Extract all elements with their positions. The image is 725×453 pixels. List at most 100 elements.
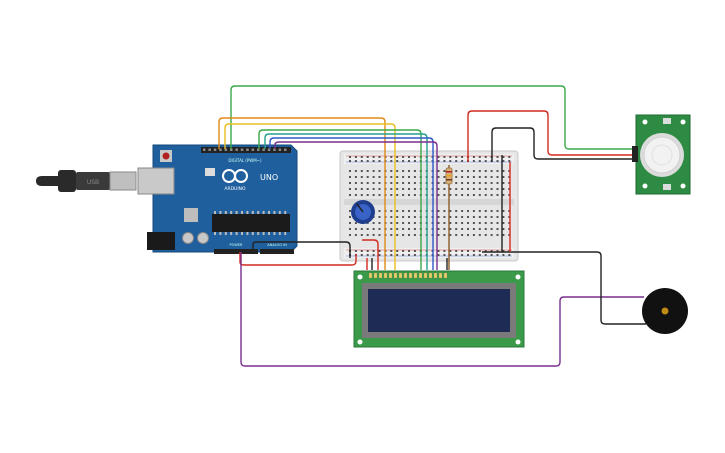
rail-hole: [502, 254, 505, 256]
hole: [366, 228, 369, 230]
hole: [372, 170, 375, 172]
hole: [372, 234, 375, 236]
rail-hole: [378, 160, 381, 162]
hole: [354, 234, 357, 236]
chip-pin: [230, 211, 233, 214]
potentiometer[interactable]: [351, 200, 375, 224]
hole: [413, 234, 416, 236]
lcd-pin: [368, 272, 373, 279]
hole: [490, 234, 493, 236]
header-pin: [224, 148, 228, 151]
chip-pin: [224, 232, 227, 235]
hole: [502, 194, 505, 196]
hole: [490, 222, 493, 224]
hole: [408, 170, 410, 172]
header-pin: [267, 148, 271, 151]
hole: [484, 234, 487, 236]
hole: [449, 216, 452, 218]
piezo-buzzer[interactable]: [642, 288, 688, 334]
arduino-logo-icon: ARDUINO: [222, 169, 248, 192]
reset-button[interactable]: [162, 152, 170, 160]
hole: [413, 182, 416, 184]
hole: [413, 188, 416, 190]
rail-hole: [378, 156, 381, 158]
hole: [461, 222, 464, 224]
rail-hole: [366, 250, 369, 252]
rail-hole: [496, 250, 499, 252]
lcd-pin: [373, 272, 378, 279]
arduino-uno[interactable]: USB DIGITAL (PWM~) ARDUINO UNO: [36, 144, 298, 254]
hole: [396, 228, 399, 230]
hole: [413, 216, 416, 218]
rail-hole: [360, 254, 363, 256]
hole: [478, 210, 481, 212]
rail-hole: [390, 254, 393, 256]
arduino-brand: ARDUINO: [224, 186, 246, 192]
hole: [378, 222, 381, 224]
hole: [360, 228, 363, 230]
wire-red-pir: [467, 110, 636, 162]
hole: [467, 216, 469, 218]
hole: [502, 176, 505, 178]
rail-hole: [366, 160, 369, 162]
hole: [484, 210, 487, 212]
hole: [443, 234, 446, 236]
rail-hole: [478, 160, 481, 162]
hole: [496, 210, 499, 212]
chip-pin: [241, 232, 243, 235]
hole: [413, 222, 416, 224]
rail-hole: [496, 156, 499, 158]
rail-hole: [372, 160, 375, 162]
hole: [502, 188, 505, 190]
hole: [449, 210, 452, 212]
hole: [349, 234, 351, 236]
hole: [437, 170, 440, 172]
rail-hole: [378, 250, 381, 252]
hole: [396, 188, 399, 190]
lcd-display[interactable]: [353, 270, 525, 348]
arduino-model: UNO: [260, 173, 278, 182]
chip-pin: [278, 211, 281, 214]
hole: [455, 182, 458, 184]
chip-pin: [284, 211, 287, 214]
hole: [502, 222, 505, 224]
rail-hole: [408, 250, 410, 252]
wire-blue: [269, 137, 434, 270]
rail-hole: [490, 254, 493, 256]
hole: [437, 234, 440, 236]
hole: [443, 222, 446, 224]
hole: [443, 188, 446, 190]
hole: [402, 234, 405, 236]
rail-hole: [413, 160, 416, 162]
rail-hole: [455, 160, 458, 162]
pir-sensor[interactable]: [632, 114, 691, 195]
rail-hole: [484, 250, 487, 252]
lcd-pin: [403, 272, 408, 279]
header-pin: [213, 148, 217, 151]
hole: [366, 234, 369, 236]
hole: [467, 182, 469, 184]
hole: [354, 176, 357, 178]
lcd-pin: [413, 272, 418, 279]
hole: [360, 194, 363, 196]
hole: [467, 194, 469, 196]
resistor[interactable]: [445, 167, 453, 185]
rail-hole: [461, 156, 464, 158]
hole: [490, 170, 493, 172]
hole: [349, 182, 351, 184]
hole: [366, 194, 369, 196]
rail-hole: [478, 156, 481, 158]
hole: [360, 234, 363, 236]
hole: [402, 182, 405, 184]
header-pin: [230, 148, 233, 151]
rail-hole: [408, 156, 410, 158]
hole: [455, 176, 458, 178]
chip-pin: [284, 232, 287, 235]
lcd-pin: [378, 272, 383, 279]
rail-hole: [437, 254, 440, 256]
hole: [408, 182, 410, 184]
hole: [437, 216, 440, 218]
hole: [467, 170, 469, 172]
hole: [484, 182, 487, 184]
